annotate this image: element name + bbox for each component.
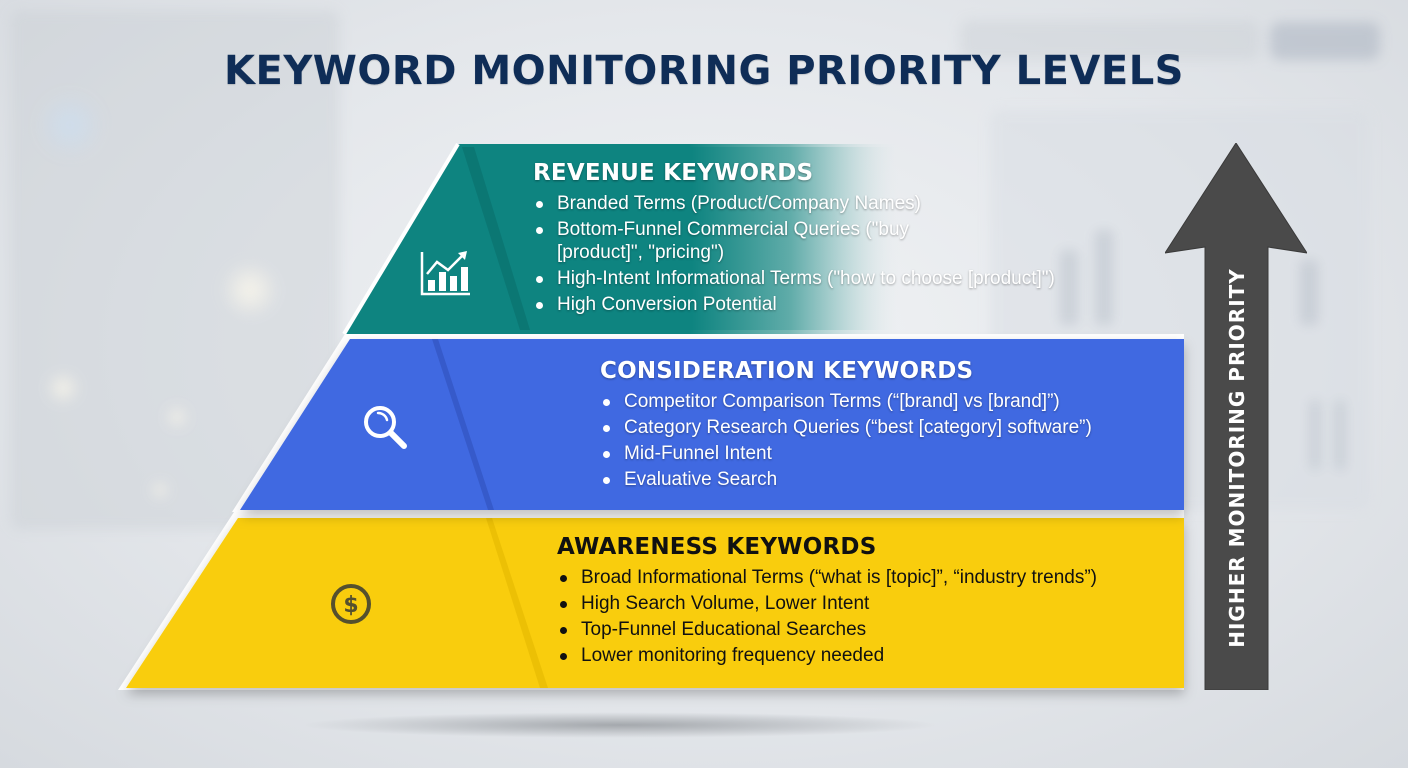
awareness-tier-shape xyxy=(118,512,1184,690)
consideration-item: Category Research Queries (“best [catego… xyxy=(600,416,1170,439)
awareness-list: Broad Informational Terms (“what is [top… xyxy=(557,566,1177,667)
background-search-bar xyxy=(960,20,1260,60)
awareness-item: Broad Informational Terms (“what is [top… xyxy=(557,566,1177,589)
chart-growth-icon xyxy=(420,251,470,296)
svg-text:$: $ xyxy=(343,593,358,618)
background-bar xyxy=(1335,400,1345,470)
awareness-item: High Search Volume, Lower Intent xyxy=(557,592,1177,615)
bokeh-light xyxy=(45,370,81,406)
consideration-item: Evaluative Search xyxy=(600,468,1170,491)
bokeh-light xyxy=(150,480,170,500)
revenue-list: Branded Terms (Product/Company Names) Bo… xyxy=(533,192,1153,316)
bokeh-light xyxy=(35,90,105,160)
revenue-item: Branded Terms (Product/Company Names) xyxy=(533,192,1153,215)
revenue-tier-shape xyxy=(342,142,900,336)
bokeh-light xyxy=(165,405,189,429)
revenue-tier: REVENUE KEYWORDS Branded Terms (Product/… xyxy=(533,160,1153,319)
background-bar xyxy=(1310,400,1320,470)
awareness-heading: AWARENESS KEYWORDS xyxy=(557,534,877,560)
background-button xyxy=(1270,22,1380,60)
priority-arrow-icon xyxy=(1165,143,1307,690)
background-bar xyxy=(1060,250,1078,325)
background-bar xyxy=(1095,230,1113,325)
revenue-heading: REVENUE KEYWORDS xyxy=(533,160,814,186)
revenue-item: High Conversion Potential xyxy=(533,293,1153,316)
page-title: KEYWORD MONITORING PRIORITY LEVELS xyxy=(224,48,1184,94)
revenue-item: Bottom-Funnel Commercial Queries ("buy [… xyxy=(533,218,917,264)
consideration-item: Mid-Funnel Intent xyxy=(600,442,1170,465)
bokeh-light xyxy=(220,260,280,320)
revenue-item: High-Intent Informational Terms ("how to… xyxy=(533,267,1153,290)
awareness-tier: AWARENESS KEYWORDS Broad Informational T… xyxy=(557,534,1177,670)
consideration-tier: CONSIDERATION KEYWORDS Competitor Compar… xyxy=(600,358,1170,494)
magnifier-icon xyxy=(364,406,407,449)
dollar-coin-icon: $ xyxy=(331,584,371,624)
floor-shadow xyxy=(300,712,940,738)
awareness-item: Top-Funnel Educational Searches xyxy=(557,618,1177,641)
consideration-heading: CONSIDERATION KEYWORDS xyxy=(600,358,974,384)
consideration-item: Competitor Comparison Terms (“[brand] vs… xyxy=(600,390,1170,413)
consideration-list: Competitor Comparison Terms (“[brand] vs… xyxy=(600,390,1170,491)
consideration-tier-shape xyxy=(232,334,1184,512)
background-bar xyxy=(1300,260,1318,325)
awareness-item: Lower monitoring frequency needed xyxy=(557,644,1177,667)
priority-arrow-label: HIGHER MONITORING PRIORITY xyxy=(1225,268,1249,648)
